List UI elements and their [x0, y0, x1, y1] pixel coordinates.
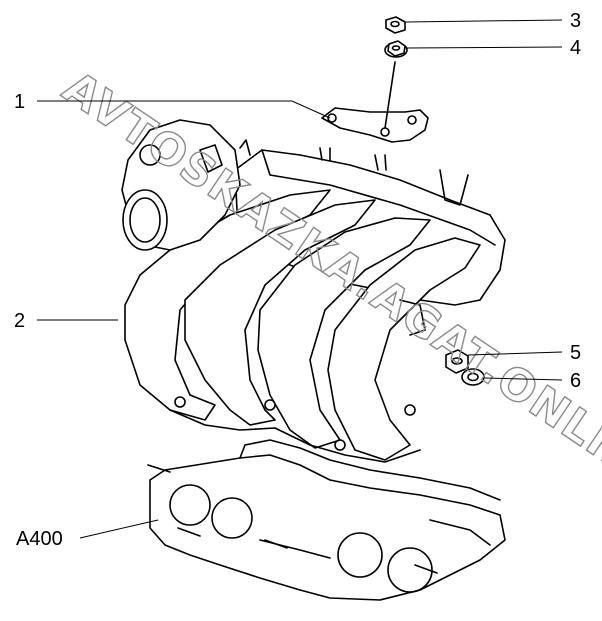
bracket — [321, 61, 429, 143]
gasket-flange — [147, 439, 506, 601]
nut-3 — [385, 16, 406, 34]
callout-6: 6 — [570, 370, 581, 392]
callout-1: 1 — [14, 91, 25, 113]
callout-4: 4 — [570, 37, 581, 59]
callout-2: 2 — [14, 310, 25, 332]
leader-lines — [37, 19, 563, 539]
nut-5 — [445, 349, 469, 374]
callout-a400: A400 — [16, 528, 63, 550]
callout-5: 5 — [570, 342, 581, 364]
washer-4 — [384, 40, 408, 58]
washer-6 — [461, 368, 485, 386]
callout-3: 3 — [570, 10, 581, 32]
throttle-body — [121, 119, 251, 251]
